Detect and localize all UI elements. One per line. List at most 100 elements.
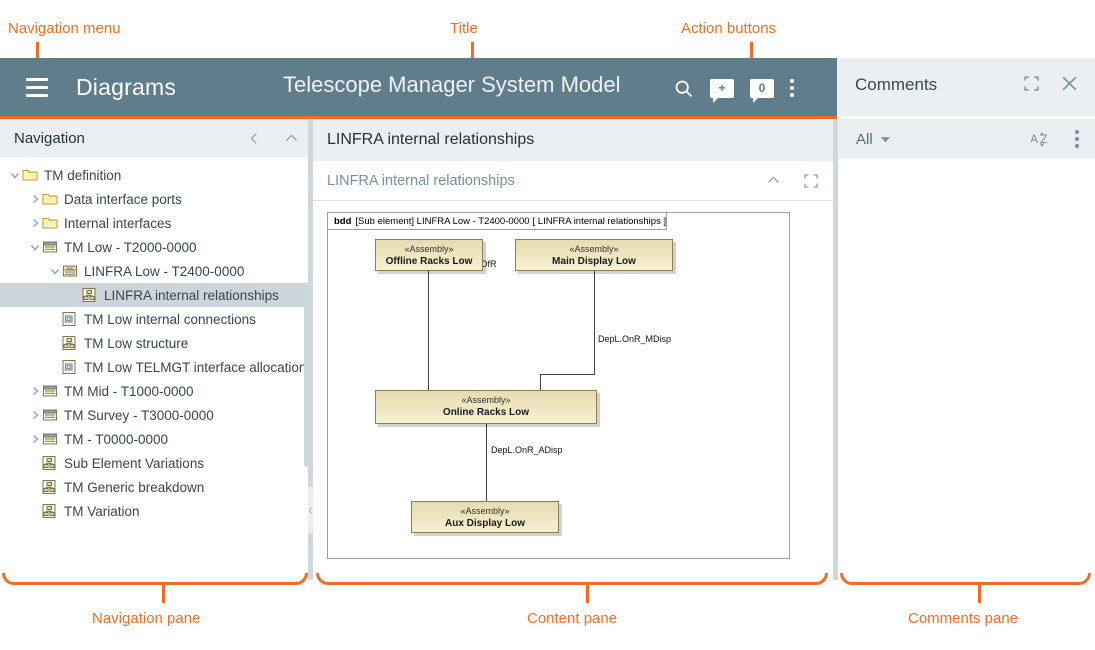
block-name: Main Display Low [552,256,636,268]
tree-twisty [68,288,82,302]
tree-item-label: LINFRA internal relationships [104,287,279,303]
tree-item-icon-wrapper [42,239,58,255]
search-icon[interactable] [673,78,694,99]
tree-item-tm-low-structure[interactable]: TM Low structure [0,331,311,355]
tree-twisty[interactable] [28,384,42,398]
tree-item-tm-low-t2000-0000[interactable]: TM Low - T2000-0000 [0,235,311,259]
block-icon [43,241,57,253]
close-icon[interactable] [1060,74,1079,93]
tree-twisty[interactable] [28,240,42,254]
chevron-right-icon[interactable] [29,385,41,397]
tree-item-label: TM Low TELMGT interface allocations [84,359,314,375]
section-collapse-chevron-up-icon[interactable] [766,173,781,188]
tree-item-linfra-internal-relationships[interactable]: LINFRA internal relationships [0,283,311,307]
splitter-chevron-left-icon [308,506,313,514]
tree-twisty[interactable] [28,216,42,230]
tree-item-data-interface-ports[interactable]: Data interface ports [0,187,311,211]
tree-item-icon-wrapper [62,335,78,351]
block-stereotype: «Assembly» [569,244,619,254]
annotation-tick-comments-pane [978,585,981,603]
tree-item-tm-t0000-0000[interactable]: TM - T0000-0000 [0,427,311,451]
block-icon [43,409,57,421]
diagram-canvas-wrapper: bdd [Sub element] LINFRA Low - T2400-000… [313,201,833,559]
chevron-down-icon[interactable] [49,265,61,277]
tree-twisty[interactable] [28,432,42,446]
tree-twisty [28,456,42,470]
hamburger-icon[interactable] [18,72,56,102]
action-buttons-group: + 0 [673,71,794,105]
folder-icon [42,194,58,205]
folder-icon [42,218,58,229]
kebab-menu-icon[interactable] [790,79,794,97]
diagram-block-main-display-low[interactable]: «Assembly» Main Display Low [515,239,673,271]
tree-item-internal-interfaces[interactable]: Internal interfaces [0,211,311,235]
diagram-block-offline-racks-low[interactable]: «Assembly» Offline Racks Low [375,239,483,271]
annotation-navigation-menu: Navigation menu [8,20,121,37]
bdd-diagram-icon [62,336,76,350]
tree-item-label: Data interface ports [64,191,182,207]
splitter-handle-left[interactable] [308,487,313,533]
chevron-left-icon[interactable] [247,131,262,146]
navigation-scrollbar-track[interactable] [304,157,311,580]
tree-item-label: TM definition [44,167,122,183]
content-section-title: LINFRA internal relationships [327,172,515,189]
annotation-action-buttons: Action buttons [681,20,777,37]
block-name: Online Racks Low [442,407,530,419]
caret-down-icon [880,136,890,142]
tree-item-label: Sub Element Variations [64,455,205,471]
content-document-title: LINFRA internal relationships [327,131,535,148]
tree-twisty[interactable] [48,264,62,278]
comments-kebab-menu-icon[interactable] [1075,130,1079,148]
tree-twisty[interactable] [28,408,42,422]
chevron-down-icon[interactable] [29,241,41,253]
diagram-block-online-racks-low[interactable]: «Assembly» Online Racks Low [375,390,597,424]
tree-twisty[interactable] [8,168,22,182]
chevron-right-icon[interactable] [29,433,41,445]
tree-item-tm-low-internal-connections[interactable]: TM Low internal connections [0,307,311,331]
chevron-right-icon[interactable] [29,217,41,229]
tree-item-icon-wrapper [42,431,58,447]
comments-list-empty [838,159,1095,580]
splitter-navigation-content[interactable] [308,119,313,580]
content-title-bar: LINFRA internal relationships [313,119,833,161]
tree-item-tm-generic-breakdown[interactable]: TM Generic breakdown [0,475,311,499]
document-title: Telescope Manager System Model [283,72,621,97]
tree-item-label: TM Generic breakdown [64,479,205,495]
chevron-right-icon[interactable] [29,409,41,421]
navigation-pane-header: Navigation [0,119,311,157]
tree-item-icon-wrapper [82,287,98,303]
bdd-diagram[interactable]: bdd [Sub element] LINFRA Low - T2400-000… [327,212,790,559]
chevron-up-icon[interactable] [284,131,299,146]
comments-pane: All A Z [838,119,1095,580]
tree-item-label: TM Low - T2000-0000 [64,239,197,255]
folder-icon [22,170,38,181]
edge-label-depl-onr-adisp: DepL.OnR_ADisp [491,445,563,455]
tree-item-tm-definition[interactable]: TM definition [0,163,311,187]
diagram-block-aux-display-low[interactable]: «Assembly» Aux Display Low [411,501,559,533]
tree-item-sub-element-variations[interactable]: Sub Element Variations [0,451,311,475]
tree-item-tm-variation[interactable]: TM Variation [0,499,311,523]
section-fullscreen-icon[interactable] [803,173,819,189]
annotation-content-pane: Content pane [527,610,618,627]
tree-item-label: TM - T0000-0000 [64,431,169,447]
tree-item-label: TM Variation [64,503,140,519]
chevron-down-icon[interactable] [9,169,21,181]
tree-item-tm-mid-t1000-0000[interactable]: TM Mid - T1000-0000 [0,379,311,403]
tree-item-tm-low-telmgt-interface-allocations[interactable]: TM Low TELMGT interface allocations [0,355,314,379]
sort-az-icon[interactable]: A Z [1031,130,1053,148]
comment-count-icon[interactable]: 0 [750,78,774,103]
add-comment-icon[interactable]: + [710,78,734,103]
tree-twisty[interactable] [28,192,42,206]
navigation-scrollbar-thumb[interactable] [304,287,311,467]
tree-item-tm-survey-t3000-0000[interactable]: TM Survey - T3000-0000 [0,403,311,427]
comment-count-badge: 0 [750,78,774,103]
splitter-content-comments[interactable] [833,119,838,580]
edge-online-to-aux [486,424,487,501]
annotation-tick-title [471,42,474,58]
comments-filter-dropdown[interactable]: All [856,131,891,148]
fullscreen-icon[interactable] [1023,75,1040,92]
chevron-right-icon[interactable] [29,193,41,205]
header-accent-rule [0,116,837,119]
